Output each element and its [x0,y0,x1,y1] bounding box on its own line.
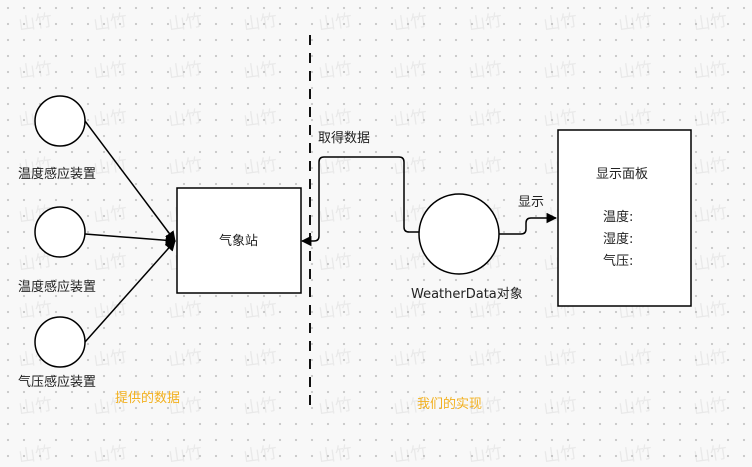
station-box[interactable] [176,187,302,294]
weather-data-label: WeatherData对象 [411,287,523,302]
provided-data-note: 提供的数据 [115,391,181,406]
display-panel-box[interactable] [557,129,692,307]
display-title: 显示面板 [596,167,649,182]
fetch-data-arrow [300,156,420,247]
sensor-3-label: 气压感应装置 [18,375,97,390]
our-implementation-note: 我们的实现 [417,397,483,412]
diagram-canvas [34,35,692,410]
station-label: 气象站 [219,234,259,249]
display-field-pressure: 气压: [603,254,634,269]
weather-data-node[interactable] [418,193,500,275]
sensor-2-label: 温度感应装置 [18,280,97,295]
show-label: 显示 [518,195,545,210]
show-arrow [499,212,558,235]
sensor-3-arrow [84,240,176,343]
sensor-3-node[interactable] [34,316,86,368]
display-field-humidity: 湿度: [603,232,634,247]
sensor-1-arrow [84,120,176,242]
sensor-2-node[interactable] [34,206,86,258]
display-fields: 温度: 湿度: 气压: [603,207,633,273]
display-field-temperature: 温度: [603,210,634,225]
sensor-1-node[interactable] [34,95,86,147]
sensor-2-arrow [84,233,177,246]
fetch-data-label: 取得数据 [318,131,371,146]
sensor-1-label: 温度感应装置 [18,167,97,182]
